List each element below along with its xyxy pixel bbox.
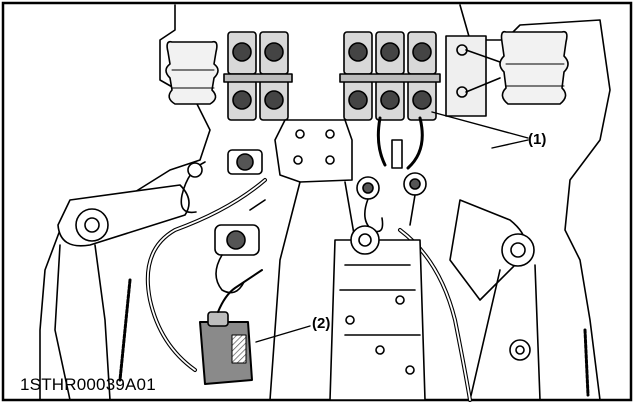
right-lower-link <box>449 199 541 401</box>
hose-left-long-inner <box>146 179 266 371</box>
callout-label-1: (1) <box>528 131 547 148</box>
hydraulic-hose-1 <box>406 116 424 170</box>
coupler-left-upper <box>180 149 263 214</box>
coupler-left-lower <box>214 199 266 294</box>
control-valve-body <box>329 225 426 401</box>
leader-line-1 <box>431 111 529 139</box>
figure-code: 1STHR00039A01 <box>20 375 156 394</box>
chain-right <box>583 328 590 397</box>
leader-line-1b <box>491 139 529 149</box>
upper-housing <box>39 4 611 401</box>
chain-left <box>118 278 132 382</box>
mounting-plate <box>274 119 353 183</box>
valve-block-left <box>223 31 293 121</box>
callout-label-2: (2) <box>312 315 331 332</box>
component-box-2 <box>199 269 263 385</box>
leader-line-2 <box>255 325 311 343</box>
side-fittings <box>445 35 501 117</box>
valve-block-right <box>339 31 441 121</box>
pin-right <box>509 339 531 361</box>
right-air-spring <box>499 30 569 105</box>
left-lower-link <box>54 184 190 401</box>
coupler-right <box>356 139 427 233</box>
hydraulic-hose-2 <box>376 116 387 167</box>
left-air-spring <box>165 40 219 105</box>
